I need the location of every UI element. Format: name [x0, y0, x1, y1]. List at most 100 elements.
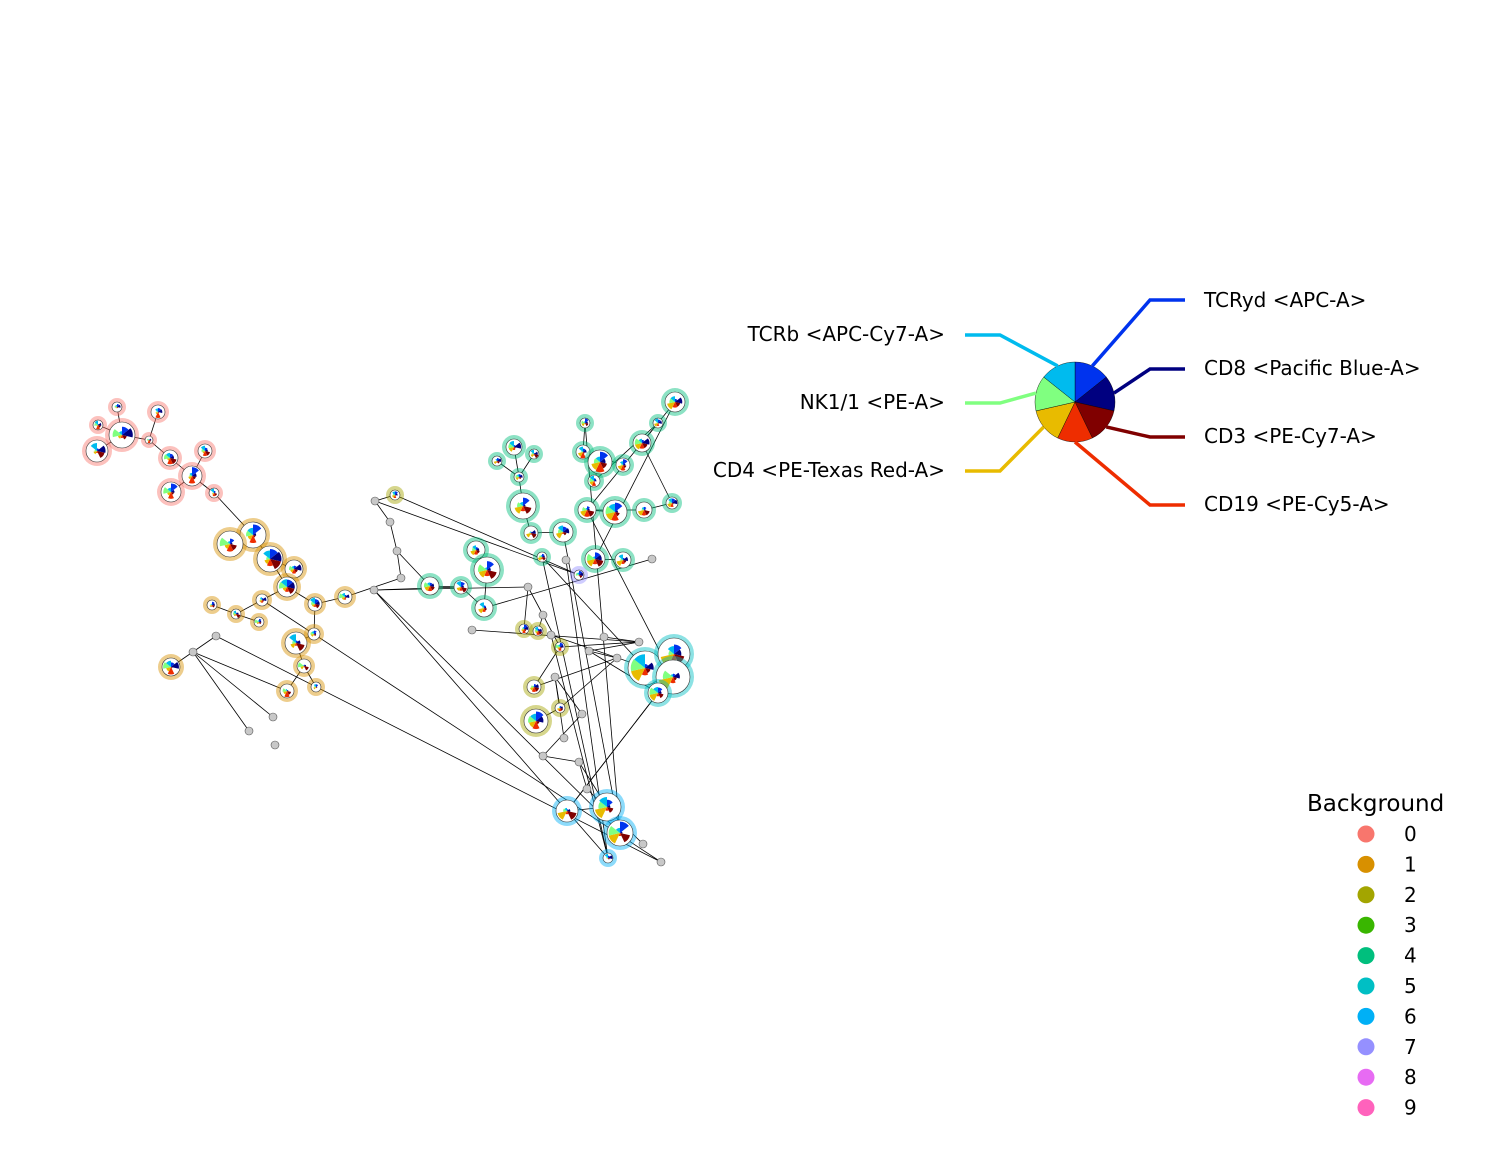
node-circle — [523, 582, 533, 592]
legend-swatch-6 — [1357, 1007, 1375, 1025]
node-marker-wedge — [642, 438, 650, 445]
node-marker-wedge — [214, 493, 218, 496]
node-marker-wedge — [534, 687, 539, 692]
node-marker-wedge — [514, 447, 516, 449]
node-marker-wedge — [592, 556, 595, 559]
legend-label-4: 4 — [1404, 944, 1417, 968]
node-marker-wedge — [594, 481, 595, 482]
node-marker-wedge — [341, 597, 345, 600]
node-marker-wedge — [560, 642, 564, 647]
cluster-node — [213, 527, 247, 561]
node-marker-wedge — [478, 608, 484, 614]
node-marker-wedge — [149, 440, 151, 442]
node-marker-wedge — [430, 586, 435, 591]
node-marker-wedge — [166, 660, 171, 667]
node-marker-wedge — [278, 581, 287, 589]
tree-edge — [533, 646, 561, 688]
node-marker-wedge — [644, 510, 650, 516]
node-marker-wedge — [345, 594, 347, 597]
node-marker-wedge — [201, 448, 205, 452]
node-marker-wedge — [533, 454, 535, 456]
node-marker-wedge — [170, 453, 174, 458]
node-marker-wedge — [534, 683, 537, 687]
cluster-node — [281, 628, 311, 658]
node-marker-wedge — [149, 439, 150, 440]
node-marker-wedge — [616, 560, 623, 566]
node-circle — [599, 632, 609, 642]
node-marker-wedge — [658, 420, 662, 424]
cluster-node — [662, 493, 682, 513]
node-marker-wedge — [599, 796, 607, 807]
node-marker-wedge — [284, 587, 290, 592]
node-marker-wedge — [592, 559, 598, 565]
node-marker-wedge — [649, 693, 658, 701]
node-marker-wedge — [617, 465, 623, 470]
node-marker-wedge — [170, 455, 175, 459]
node-marker-wedge — [282, 688, 287, 692]
node-marker-wedge — [669, 398, 675, 404]
node-marker-wedge — [620, 831, 623, 834]
node-marker-wedge — [292, 640, 296, 644]
marker-legend-line — [965, 333, 1059, 368]
node-marker-wedge — [634, 654, 645, 668]
cluster-node — [520, 522, 542, 544]
node-marker-wedge — [600, 462, 607, 469]
cluster-node — [572, 441, 594, 463]
node-marker-wedge — [311, 604, 315, 607]
node-marker-wedge — [608, 855, 610, 858]
node-marker-wedge — [540, 557, 544, 560]
node-marker-wedge — [280, 579, 287, 587]
node-circle — [244, 726, 254, 736]
node-marker-wedge — [170, 458, 177, 464]
node-marker-wedge — [291, 569, 297, 574]
legend-title: Background — [1307, 791, 1444, 817]
metacluster-node — [559, 733, 569, 743]
node-marker-wedge — [522, 627, 524, 629]
node-marker-wedge — [392, 493, 395, 496]
node-marker-wedge — [192, 473, 197, 478]
node-marker-wedge — [264, 559, 270, 565]
node-marker-wedge — [532, 721, 540, 730]
node-marker-wedge — [259, 622, 262, 625]
node-marker-wedge — [591, 462, 600, 470]
cluster-node — [273, 573, 301, 601]
node-marker-wedge — [122, 428, 133, 438]
node-marker-wedge — [122, 426, 129, 435]
node-marker-wedge — [98, 423, 99, 425]
node-marker-wedge — [530, 713, 536, 721]
node-marker-wedge — [93, 451, 97, 455]
tree-edge — [533, 657, 618, 688]
node-marker-wedge — [522, 629, 526, 634]
marker-legend-line — [1091, 298, 1185, 368]
node-marker-wedge — [672, 498, 676, 503]
tree-edge — [374, 500, 580, 576]
marker-label-tcryd: TCRyd <APC-A> — [1203, 288, 1366, 312]
node-marker-wedge — [96, 425, 98, 427]
node-marker-wedge — [673, 673, 676, 677]
node-marker-wedge — [300, 666, 304, 670]
node-marker-wedge — [595, 462, 605, 473]
node-marker-wedge — [623, 557, 625, 560]
node-marker-wedge — [535, 631, 538, 634]
node-marker-wedge — [529, 531, 531, 533]
node-marker-wedge — [303, 664, 304, 666]
node-marker-wedge — [296, 643, 305, 651]
node-marker-wedge — [285, 689, 287, 691]
node-marker-wedge — [623, 463, 626, 466]
node-marker-wedge — [424, 586, 430, 591]
node-marker-wedge — [310, 634, 314, 637]
node-marker-wedge — [531, 452, 534, 455]
node-marker-wedge — [583, 421, 585, 423]
tree-edge — [541, 556, 646, 669]
node-marker-wedge — [531, 687, 537, 692]
node-marker-wedge — [120, 435, 124, 438]
tree-edge — [394, 494, 580, 576]
node-marker-wedge — [667, 402, 675, 410]
node-marker-wedge — [423, 582, 430, 588]
node-marker-wedge — [456, 587, 461, 591]
node-circle — [268, 712, 278, 722]
marker-label-cd4: CD4 <PE-Texas Red-A> — [713, 458, 945, 482]
node-marker-wedge — [97, 448, 100, 451]
